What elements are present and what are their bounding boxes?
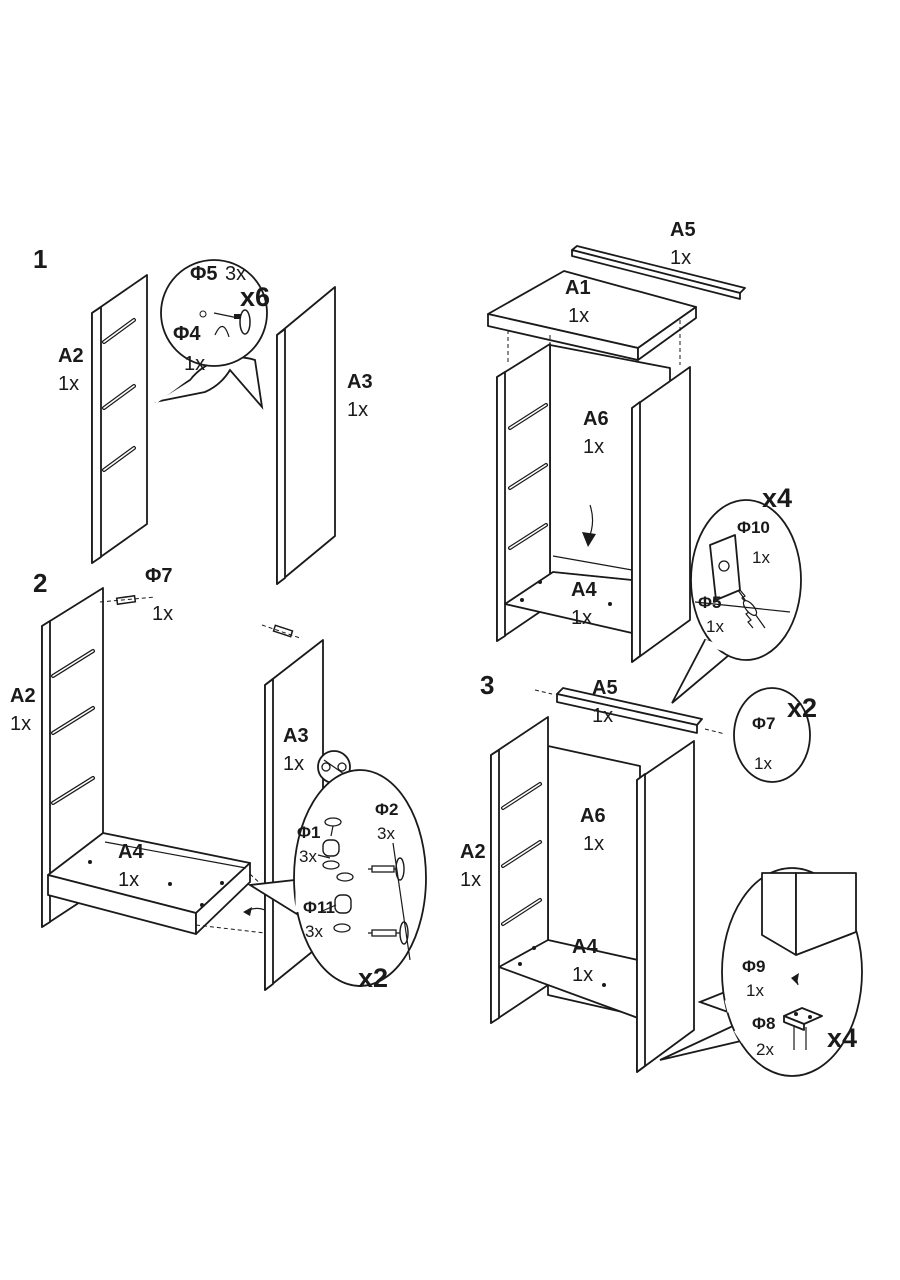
hardware-callout-feet: [659, 867, 863, 1077]
part-label-a5: A5: [592, 677, 618, 699]
part-qty-a1: 1x: [568, 305, 589, 327]
part-label-a6: A6: [583, 408, 609, 430]
hardware-qty-phi5: 1x: [706, 617, 724, 636]
part-qty-a2: 1x: [58, 373, 79, 395]
hardware-code-phi5: Φ5: [698, 593, 721, 612]
hardware-callout-step1: [153, 259, 268, 410]
part-label-a2: A2: [460, 841, 486, 863]
hardware-qty-phi7: 1x: [754, 754, 772, 773]
multiplier-x4-top: x4: [762, 483, 792, 513]
panel-a5-top: [571, 245, 746, 300]
hardware-qty-phi11: 3x: [305, 922, 323, 941]
step-2: 2 A2 1x A4 1x A3: [10, 565, 427, 993]
hardware-code-phi2: Φ2: [375, 800, 398, 819]
hardware-code-phi4: Φ4: [173, 323, 201, 345]
part-qty-a3: 1x: [347, 399, 368, 421]
part-qty-a6: 1x: [583, 436, 604, 458]
hardware-qty-phi9: 1x: [746, 981, 764, 1000]
part-label-a2: A2: [10, 685, 36, 707]
hardware-code-phi11: Φ11: [303, 898, 335, 917]
part-label-a6: A6: [580, 805, 606, 827]
part-qty-a5: 1x: [670, 247, 691, 269]
part-qty-a4: 1x: [572, 964, 593, 986]
part-label-a3: A3: [347, 371, 373, 393]
step-2-number: 2: [33, 568, 47, 598]
part-qty-a2: 1x: [460, 869, 481, 891]
step-3-number: 3: [480, 670, 494, 700]
part-label-a4: A4: [118, 841, 144, 863]
hardware-callout-phi7: [733, 687, 811, 783]
part-label-a2: A2: [58, 345, 84, 367]
hardware-code-phi10: Φ10: [737, 518, 770, 537]
part-label-a4: A4: [571, 579, 597, 601]
multiplier-x2: x2: [358, 963, 388, 993]
hardware-qty-phi5: 3x: [225, 263, 246, 285]
part-label-a1: A1: [565, 277, 591, 299]
hardware-qty-phi10: 1x: [752, 548, 770, 567]
cabinet-carcass-step3: [490, 716, 695, 1073]
part-qty-a6: 1x: [583, 833, 604, 855]
part-label-a5: A5: [670, 219, 696, 241]
hardware-qty-phi1: 3x: [299, 847, 317, 866]
part-qty-a4: 1x: [118, 869, 139, 891]
panel-a3-step1: [276, 286, 336, 585]
step-1-number: 1: [33, 244, 47, 274]
hardware-qty-phi4: 1x: [184, 353, 205, 375]
part-qty-a5: 1x: [592, 705, 613, 727]
part-qty-a2: 1x: [10, 713, 31, 735]
multiplier-x4-feet: x4: [827, 1023, 857, 1053]
part-qty-a3: 1x: [283, 753, 304, 775]
hardware-code-phi8: Φ8: [752, 1014, 775, 1033]
hardware-qty-phi8: 2x: [756, 1040, 774, 1059]
part-label-a3: A3: [283, 725, 309, 747]
panel-a1-top: [487, 270, 697, 361]
hardware-qty-phi7: 1x: [152, 603, 173, 625]
dowel-icon: [99, 594, 301, 639]
multiplier-x6: x6: [240, 282, 270, 312]
hardware-code-phi5: Φ5: [190, 263, 218, 285]
part-label-a4: A4: [572, 936, 598, 958]
hardware-code-phi7: Φ7: [145, 565, 173, 587]
step-3: 3 A5 1x Φ7 1x x2: [460, 670, 863, 1077]
hardware-code-phi9: Φ9: [742, 957, 765, 976]
hardware-callout-step2: [247, 769, 427, 987]
hardware-qty-phi2: 3x: [377, 824, 395, 843]
step-1: 1 A2 1x A3 1x Φ5 3x: [33, 244, 373, 585]
step-top-assembly: A5 1x A1 1x: [487, 219, 802, 704]
panel-a4-step2: [47, 832, 251, 935]
cabinet-carcass-top: [496, 343, 691, 663]
multiplier-x2-phi7: x2: [787, 693, 817, 723]
hardware-callout-top: [671, 499, 802, 704]
hardware-code-phi1: Φ1: [297, 823, 320, 842]
panel-a2-step1: [91, 274, 148, 564]
part-qty-a4: 1x: [571, 607, 592, 629]
panel-a5-step3: [534, 687, 726, 735]
hardware-code-phi7: Φ7: [752, 714, 775, 733]
